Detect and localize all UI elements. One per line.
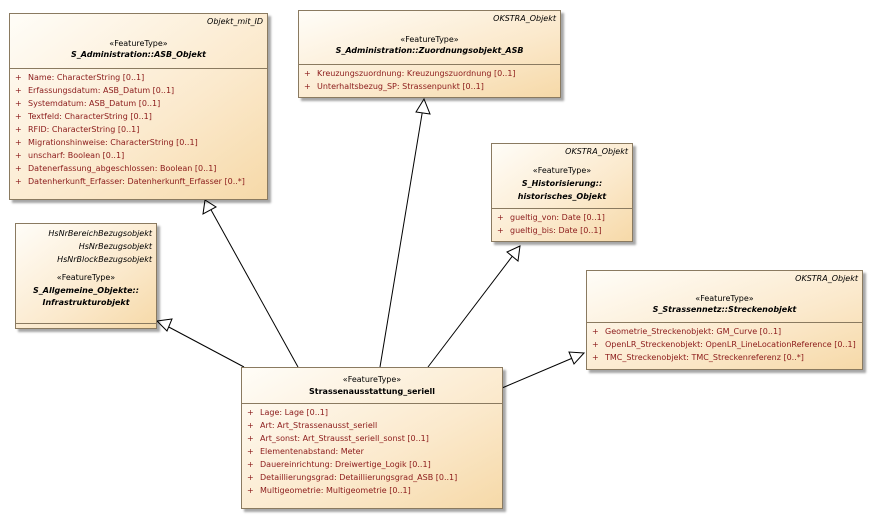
attribute-row[interactable]: +Art: Art_Strassenausst_seriell [247, 421, 378, 430]
class-zuordnungsobjekt-asb[interactable]: OKSTRA_Objekt «FeatureType» S_Administra… [298, 10, 561, 98]
class-name-namespace: S_Allgemeine_Objekte:: [33, 286, 139, 295]
class-header: OKSTRA_Objekt «FeatureType» S_Strassenne… [587, 271, 862, 323]
class-asb-objekt[interactable]: Objekt_mit_ID «FeatureType» S_Administra… [9, 13, 268, 200]
class-tag: OKSTRA_Objekt [493, 14, 556, 23]
class-name: S_Administration::Zuordnungsobjekt_ASB [335, 46, 524, 55]
attribute-row[interactable]: +Elementenabstand: Meter [247, 447, 364, 456]
class-tag: OKSTRA_Objekt [565, 147, 628, 156]
class-streckenobjekt[interactable]: OKSTRA_Objekt «FeatureType» S_Strassenne… [586, 270, 863, 370]
class-name: S_Strassennetz::Streckenobjekt [652, 305, 797, 314]
attribute-row[interactable]: +Name: CharacterString [0..1] [15, 73, 145, 82]
class-name: Strassenausstattung_seriell [309, 387, 435, 396]
class-infrastrukturobjekt[interactable]: HsNrBereichBezugsobjekt HsNrBezugsobjekt… [15, 223, 157, 329]
attribute-row[interactable]: +Systemdatum: ASB_Datum [0..1] [15, 99, 161, 108]
attribute-row[interactable]: +Kreuzungszuordnung: Kreuzungszuordnung … [304, 69, 516, 78]
stereotype: «FeatureType» [109, 39, 168, 48]
attribute-row[interactable]: +Unterhaltsbezug_SP: Strassenpunkt [0..1… [304, 82, 484, 91]
class-name: Infrastrukturobjekt [42, 298, 130, 307]
class-header: Objekt_mit_ID «FeatureType» S_Administra… [10, 14, 267, 69]
arrowhead-zuordnungsobjekt [415, 97, 431, 115]
attribute-row[interactable]: +gueltig_bis: Date [0..1] [497, 226, 602, 235]
attribute-list: +gueltig_von: Date [0..1] +gueltig_bis: … [492, 209, 632, 237]
class-name: historisches_Objekt [517, 192, 607, 201]
class-tags: HsNrBereichBezugsobjekt HsNrBezugsobjekt… [48, 227, 152, 266]
attribute-row[interactable]: +Textfeld: CharacterString [0..1] [15, 112, 152, 121]
attribute-row[interactable]: +TMC_Streckenobjekt: TMC_Streckenreferen… [592, 353, 804, 362]
attribute-row[interactable]: +Art_sonst: Art_Strausst_seriell_sonst [… [247, 434, 429, 443]
class-header: OKSTRA_Objekt «FeatureType» S_Historisie… [492, 144, 632, 209]
attribute-row[interactable]: +RFID: CharacterString [0..1] [15, 125, 140, 134]
class-name: S_Administration::ASB_Objekt [71, 50, 206, 59]
link-to-zuordnungsobjekt [379, 107, 424, 368]
attribute-row[interactable]: +Dauereinrichtung: Dreiwertige_Logik [0.… [247, 460, 431, 469]
attribute-row[interactable]: +Datenerfassung_abgeschlossen: Boolean [… [15, 164, 217, 173]
attribute-row[interactable]: +Erfassungsdatum: ASB_Datum [0..1] [15, 86, 175, 95]
arrowhead-historisches [506, 245, 521, 262]
class-header: HsNrBereichBezugsobjekt HsNrBezugsobjekt… [16, 224, 156, 324]
stereotype: «FeatureType» [342, 375, 402, 384]
attribute-row[interactable]: +Lage: Lage [0..1] [247, 408, 329, 417]
attribute-list: +Lage: Lage [0..1] +Art: Art_Strassenaus… [242, 404, 502, 497]
arrowhead-infrastruktur [155, 318, 173, 332]
class-tag: HsNrBereichBezugsobjekt [48, 229, 152, 238]
class-tag: HsNrBezugsobjekt [78, 242, 152, 251]
attribute-list: +Geometrie_Streckenobjekt: GM_Curve [0..… [587, 323, 862, 364]
attribute-row[interactable]: +Datenherkunft_Erfasser: Datenherkunft_E… [15, 177, 245, 186]
stereotype: «FeatureType» [56, 273, 116, 282]
link-to-streckenobjekt [501, 356, 576, 389]
class-tag: Objekt_mit_ID [207, 17, 263, 26]
class-strassenausstattung-seriell[interactable]: «FeatureType» Strassenausstattung_seriel… [241, 367, 503, 509]
attribute-row[interactable]: +Migrationshinweise: CharacterString [0.… [15, 138, 198, 147]
attribute-row[interactable]: +Multigeometrie: Multigeometrie [0..1] [247, 486, 411, 495]
attribute-row[interactable]: +unscharf: Boolean [0..1] [15, 151, 125, 160]
arrowhead-streckenobjekt [568, 351, 586, 365]
class-name-namespace: S_Historisierung:: [521, 179, 603, 188]
attribute-row[interactable]: +Geometrie_Streckenobjekt: GM_Curve [0..… [592, 327, 782, 336]
class-historisches-objekt[interactable]: OKSTRA_Objekt «FeatureType» S_Historisie… [491, 143, 633, 242]
class-tag: HsNrBlockBezugsobjekt [57, 255, 152, 264]
arrowhead-asb-objekt [202, 199, 217, 215]
attribute-row[interactable]: +OpenLR_Streckenobjekt: OpenLR_LineLocat… [592, 340, 856, 349]
class-tag: OKSTRA_Objekt [795, 274, 858, 283]
attribute-list: +Name: CharacterString [0..1] +Erfassung… [10, 69, 267, 188]
link-to-historisches [427, 253, 515, 368]
link-to-infrastruktur [164, 324, 245, 368]
stereotype: «FeatureType» [695, 294, 754, 303]
attribute-row[interactable]: +Detaillierungsgrad: Detaillierungsgrad_… [247, 473, 458, 482]
link-to-asb-objekt [209, 207, 299, 368]
stereotype: «FeatureType» [400, 35, 459, 44]
attribute-row[interactable]: +gueltig_von: Date [0..1] [497, 213, 605, 222]
class-header: OKSTRA_Objekt «FeatureType» S_Administra… [299, 11, 560, 65]
class-header: «FeatureType» Strassenausstattung_seriel… [242, 368, 502, 404]
stereotype: «FeatureType» [532, 166, 592, 175]
attribute-list: +Kreuzungszuordnung: Kreuzungszuordnung … [299, 65, 560, 93]
